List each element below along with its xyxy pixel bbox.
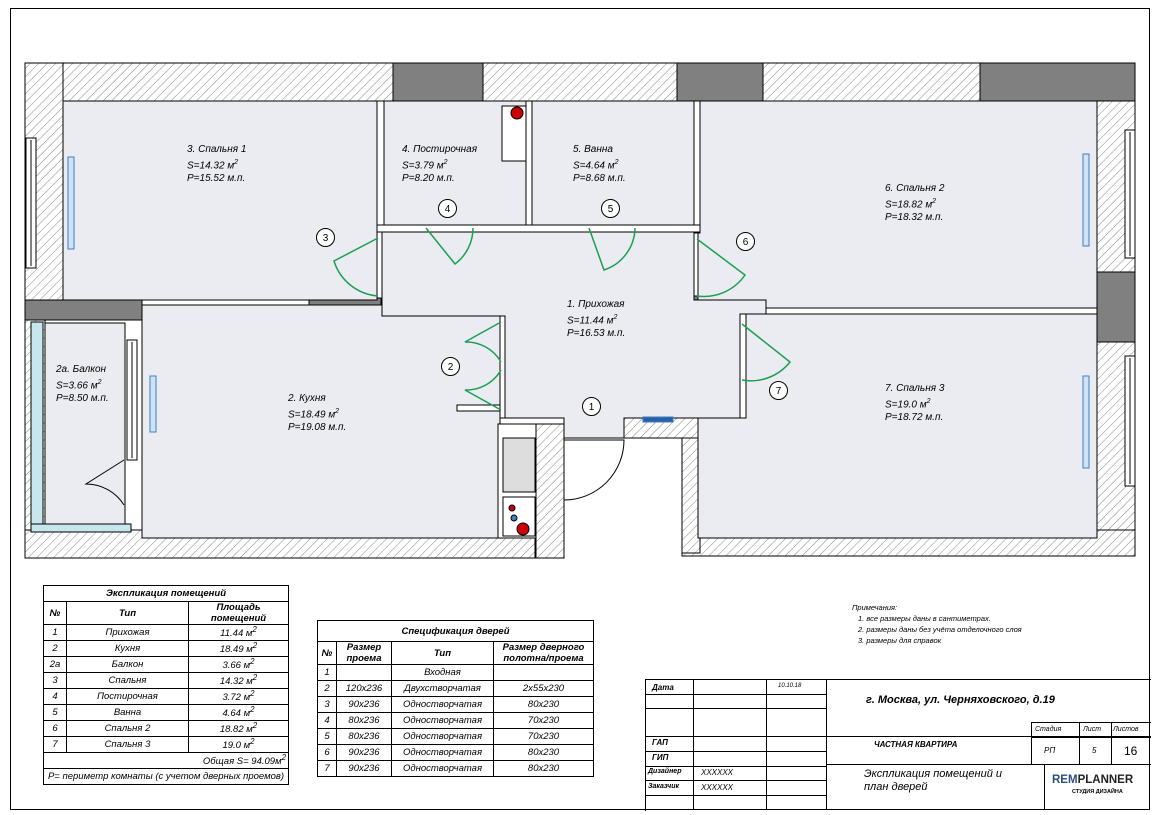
note-item: 2. размеры даны без учёта отделочного сл…: [858, 625, 1022, 634]
brand-logo: REMPLANNER: [1052, 774, 1134, 786]
windows: [25, 129, 1136, 487]
stamp-sheets-value: 16: [1124, 744, 1138, 758]
explication-title: Экспликация помещений: [43, 585, 289, 602]
header-cell: №: [43, 601, 67, 625]
door-marker-5: 5: [601, 199, 620, 218]
dark-wall-blocks: [24, 62, 1136, 343]
stamp-client-label: Заказчик: [648, 783, 680, 790]
stamp-designer-value: XXXXXX: [701, 768, 734, 777]
door-swings: [333, 227, 792, 411]
balcony-floor: [44, 322, 126, 531]
brand-subtitle: СТУДИЯ ДИЗАЙНА: [1072, 789, 1123, 795]
header-cell: Размер проема: [336, 641, 392, 665]
door-marker-1: 1: [582, 397, 601, 416]
notes: Примечания: 1. все размеры даны в сантим…: [852, 602, 1022, 646]
stamp-stage-label: Стадия: [1035, 726, 1062, 733]
radiators: [67, 153, 1090, 469]
note-item: 3. размеры для справок: [858, 636, 942, 645]
total-area: Общая S= 94.09м2: [43, 752, 289, 769]
stamp-gip: ГИП: [652, 753, 669, 762]
stamp-client-value: XXXXXX: [701, 783, 734, 792]
header-cell: Тип: [391, 641, 494, 665]
header-cell: Тип: [66, 601, 189, 625]
entrance-door-swing: [563, 439, 625, 501]
door-marker-3: 3: [316, 228, 335, 247]
drawing-frame: [10, 8, 1150, 810]
stamp-project: ЧАСТНАЯ КВАРТИРА: [874, 740, 958, 749]
footnote: P= периметр комнаты (с учетом дверных пр…: [43, 768, 289, 785]
stamp-designer-label: Дизайнер: [648, 768, 682, 775]
plumbing: [501, 105, 536, 537]
stamp-address: г. Москва, ул. Черняховского, д.19: [866, 694, 1055, 706]
note-item: 1. все размеры даны в сантиметрах.: [858, 614, 991, 623]
door-marker-4: 4: [438, 199, 457, 218]
room-fills: [62, 100, 1098, 539]
balcony-glass-bottom: [30, 523, 132, 533]
explication-table: Экспликация помещений № Тип Площадь поме…: [43, 585, 289, 785]
stamp-date-value: 10.10.18: [778, 683, 802, 689]
door-marker-2: 2: [441, 357, 460, 376]
doors-title: Спецификация дверей: [317, 620, 594, 642]
stamp-sheet-value: 5: [1092, 746, 1097, 755]
floor-plan: [24, 62, 1136, 559]
stamp-gap: ГАП: [652, 738, 668, 747]
header-cell: Размер дверного полотна/проема: [493, 641, 594, 665]
title-block: Дата 10.10.18 г. Москва, ул. Черняховско…: [645, 679, 1151, 811]
door-marker-6: 6: [736, 232, 755, 251]
stamp-sheets-label: Листов: [1113, 726, 1139, 733]
doors-table: Спецификация дверей № Размер проема Тип …: [317, 620, 594, 777]
balcony-door-swing: [84, 459, 125, 506]
door-marker-7: 7: [769, 381, 788, 400]
header-cell: Площадь помещений: [188, 601, 289, 625]
stamp-sheet-label: Лист: [1083, 726, 1102, 733]
notes-title: Примечания:: [852, 603, 898, 612]
balcony-glass: [30, 321, 44, 531]
header-cell: №: [317, 641, 337, 665]
stamp-stage-value: РП: [1044, 746, 1056, 755]
stamp-date-label: Дата: [652, 683, 674, 692]
